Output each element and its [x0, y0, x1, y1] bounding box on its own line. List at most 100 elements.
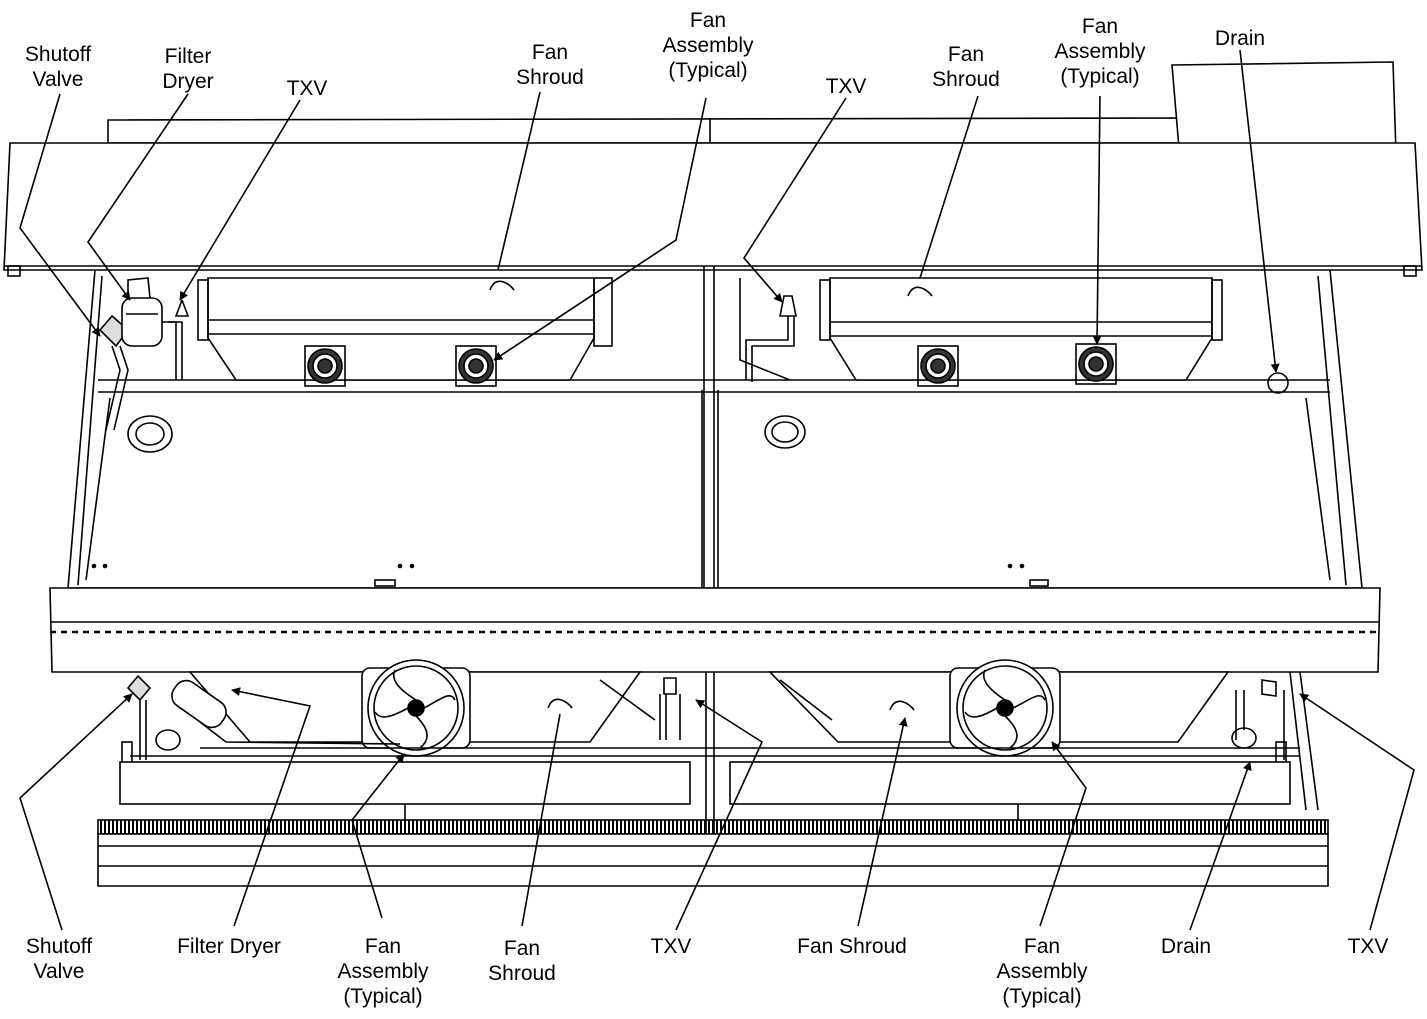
label-line: Fan	[1023, 935, 1061, 958]
leader-top-fan-assembly-right	[1092, 95, 1102, 345]
label-line: Fan	[503, 937, 541, 960]
label-top-fan-shroud-left: Fan Shroud	[516, 40, 584, 90]
label-top-txv-right: TXV	[826, 74, 867, 99]
label-line: Filter	[164, 45, 212, 68]
label-bottom-txv-right: TXV	[1348, 934, 1389, 959]
label-line: Drain	[1214, 27, 1266, 50]
label-line: Shutoff	[24, 43, 92, 66]
label-bottom-fan-shroud-right: Fan Shroud	[797, 934, 907, 959]
label-line: Assembly	[662, 34, 754, 57]
label-line: Dryer	[162, 70, 214, 93]
label-bottom-txv-mid: TXV	[651, 934, 692, 959]
front-view	[97, 659, 1329, 887]
label-bottom-filter-dryer: Filter Dryer	[177, 934, 281, 959]
label-line: Fan	[689, 9, 727, 32]
label-top-shutoff-valve: Shutoff Valve	[25, 42, 91, 92]
leader-bottom-fan-shroud-right	[857, 717, 908, 927]
leader-top-fan-shroud-right	[919, 95, 979, 279]
front-kickplate	[97, 833, 1329, 887]
label-line: Drain	[1160, 935, 1212, 958]
leader-bottom-fan-assembly-right	[1039, 741, 1087, 927]
label-line: Shutoff	[25, 935, 93, 958]
top-shroud-tilde-left	[489, 280, 515, 291]
front-shroud-tilde-left	[547, 698, 573, 709]
label-line: Fan	[531, 41, 569, 64]
front-txv-right	[1261, 679, 1277, 697]
top-back-rail	[107, 117, 1191, 144]
label-line: TXV	[650, 935, 692, 958]
top-drain-center	[764, 415, 806, 449]
label-bottom-drain: Drain	[1161, 934, 1211, 959]
top-drain-right	[1267, 372, 1289, 394]
front-grille	[98, 820, 1328, 834]
front-drain-left	[155, 729, 181, 751]
leader-bottom-txv-mid	[675, 699, 764, 931]
top-fan-1	[304, 345, 346, 387]
top-shroud-tilde-right	[907, 286, 933, 297]
front-shutoff-valve	[126, 674, 152, 702]
label-line: (Typical)	[1002, 985, 1082, 1008]
label-top-fan-assembly-right: Fan Assembly (Typical)	[1054, 14, 1145, 89]
front-fan-left	[361, 659, 471, 757]
leader-top-shutoff-valve	[19, 93, 101, 337]
front-shroud-tilde-right	[889, 700, 915, 711]
label-line: Filter Dryer	[177, 935, 281, 958]
top-fan-shroud-right	[829, 277, 1213, 381]
front-txv-mid	[663, 677, 677, 695]
label-line: Assembly	[996, 960, 1088, 983]
label-line: Shroud	[488, 962, 556, 985]
label-line: Assembly	[1054, 40, 1146, 63]
leader-top-txv-left	[179, 99, 301, 301]
label-line: Fan	[947, 43, 985, 66]
top-txv-right	[779, 295, 797, 317]
top-fan-shroud-left	[207, 277, 595, 381]
front-bumper	[49, 587, 1381, 673]
leader-bottom-filter-dryer	[231, 687, 312, 927]
label-top-drain: Drain	[1215, 26, 1265, 51]
label-line: Valve	[33, 960, 85, 983]
leader-lines	[19, 49, 1415, 931]
top-filter-dryer	[121, 297, 163, 347]
leader-top-fan-shroud-left	[497, 91, 541, 271]
leader-bottom-fan-assembly-left	[351, 753, 405, 919]
label-line: Fan	[364, 935, 402, 958]
top-fan-3	[917, 345, 959, 387]
label-line: TXV	[1347, 935, 1389, 958]
label-line: TXV	[825, 75, 867, 98]
top-cover-panel	[3, 142, 1423, 271]
label-line: (Typical)	[1060, 65, 1140, 88]
label-bottom-fan-assembly-right: Fan Assembly (Typical)	[996, 934, 1087, 1009]
label-bottom-shutoff-valve: Shutoff Valve	[26, 934, 92, 984]
label-line: Shroud	[932, 68, 1000, 91]
label-line: Fan Shroud	[797, 935, 907, 958]
top-fan-2	[455, 345, 497, 387]
label-line: Valve	[32, 68, 84, 91]
leader-bottom-txv-right	[1299, 693, 1415, 931]
leader-bottom-fan-shroud-left	[521, 713, 561, 927]
label-bottom-fan-shroud-left: Fan Shroud	[488, 936, 556, 986]
label-top-filter-dryer: Filter Dryer	[162, 44, 213, 94]
leader-bottom-drain	[1189, 761, 1252, 931]
top-view	[3, 61, 1423, 592]
leader-top-fan-assembly-left	[493, 97, 707, 361]
front-fan-right	[949, 659, 1061, 757]
top-drain-left	[127, 415, 173, 453]
leader-bottom-shutoff-valve	[19, 693, 133, 931]
top-fan-4	[1075, 343, 1117, 385]
leader-top-drain	[1239, 49, 1280, 373]
label-top-fan-shroud-right: Fan Shroud	[932, 42, 1000, 92]
label-line: TXV	[286, 77, 328, 100]
label-line: (Typical)	[343, 985, 423, 1008]
label-top-fan-assembly-left: Fan Assembly (Typical)	[662, 8, 753, 83]
front-filter-dryer	[171, 679, 227, 729]
label-line: Shroud	[516, 66, 584, 89]
label-line: Fan	[1081, 15, 1119, 38]
label-bottom-fan-assembly-left: Fan Assembly (Typical)	[337, 934, 428, 1009]
label-top-txv-left: TXV	[287, 76, 328, 101]
label-line: Assembly	[337, 960, 429, 983]
top-txv-left	[174, 299, 190, 317]
leader-top-filter-dryer	[87, 93, 189, 301]
label-line: (Typical)	[668, 59, 748, 82]
